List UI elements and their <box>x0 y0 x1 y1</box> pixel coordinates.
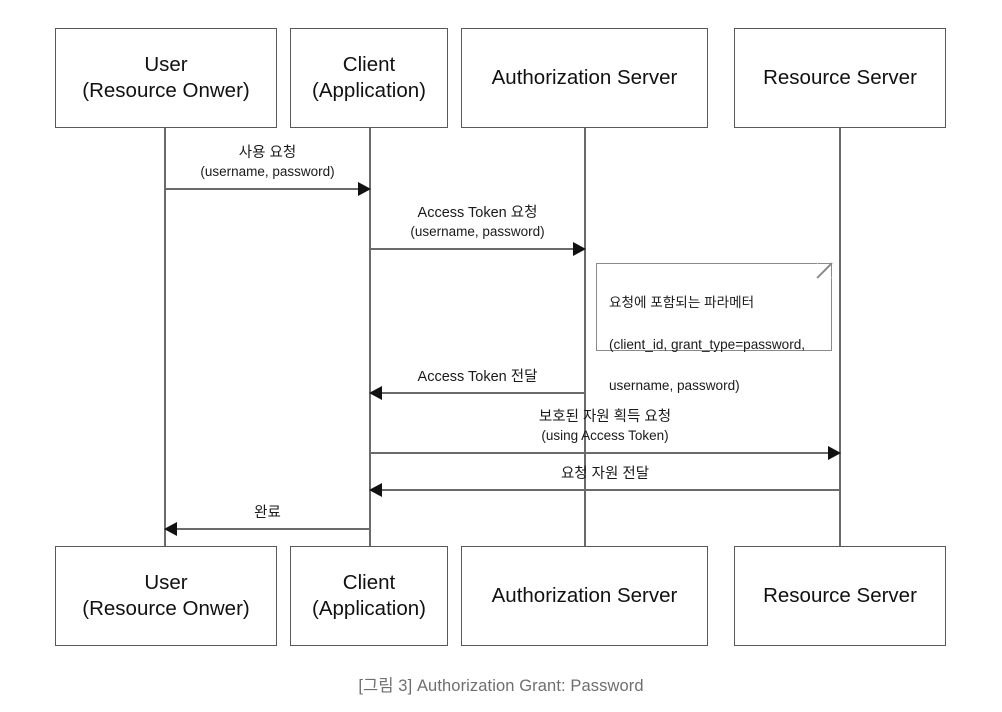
message-2-line <box>370 248 585 250</box>
figure-caption: [그림 3] Authorization Grant: Password <box>358 677 644 695</box>
participant-box-resource-server-top[interactable]: Resource Server <box>734 28 946 128</box>
participant-box-client-top[interactable]: Client (Application) <box>290 28 448 128</box>
participant-box-resource-server-bottom[interactable]: Resource Server <box>734 546 946 646</box>
message-2-label-line2: (username, password) <box>410 224 545 240</box>
message-6-label-line1: 완료 <box>254 505 281 521</box>
participant-authorization-server-label: Authorization Server <box>491 65 678 89</box>
lifeline-authorization-server <box>584 128 586 546</box>
participant-resource-server-bottom-label: Resource Server <box>763 583 917 607</box>
message-5-arrowhead-icon <box>369 482 382 497</box>
message-1-arrowhead-icon <box>358 181 371 196</box>
message-1-label: 사용 요청 (username, password) <box>165 144 370 181</box>
participant-box-authorization-server-top[interactable]: Authorization Server <box>461 28 708 128</box>
message-4-line <box>370 452 840 454</box>
message-2-arrowhead-icon <box>573 241 586 256</box>
participant-user-label-line1: User <box>144 52 188 76</box>
participant-client-label-line1: Client <box>342 52 396 76</box>
message-4-arrowhead-icon <box>828 445 841 460</box>
message-6-line <box>165 528 370 530</box>
message-6-arrowhead-icon <box>164 521 177 536</box>
participant-client-label-line2: (Application) <box>312 79 426 102</box>
message-3-label-line1: Access Token 전달 <box>417 369 538 385</box>
message-3-arrowhead-icon <box>369 385 382 400</box>
participant-box-client-bottom[interactable]: Client (Application) <box>290 546 448 646</box>
message-1-label-line1: 사용 요청 <box>238 145 297 161</box>
note-line-2: (client_id, grant_type=password, <box>609 337 806 353</box>
participant-box-authorization-server-bottom[interactable]: Authorization Server <box>461 546 708 646</box>
message-4-label-line2: (using Access Token) <box>541 428 669 444</box>
message-4-label-line1: 보호된 자원 획득 요청 <box>538 409 672 425</box>
participant-box-user-bottom[interactable]: User (Resource Onwer) <box>55 546 277 646</box>
note-title: 요청에 포함되는 파라메터 <box>609 295 755 311</box>
message-1-line <box>165 188 370 190</box>
note-line-3: username, password) <box>609 377 740 393</box>
participant-authorization-server-bottom-label: Authorization Server <box>491 583 678 607</box>
message-2-label-line1: Access Token 요청 <box>417 205 538 221</box>
message-3-line <box>370 392 585 394</box>
message-6-label: 완료 <box>165 504 370 523</box>
participant-user-label-line2: (Resource Onwer) <box>82 79 250 102</box>
message-5-line <box>370 489 840 491</box>
message-2-label: Access Token 요청 (username, password) <box>370 204 585 241</box>
lifeline-client <box>369 128 371 546</box>
message-5-label-line1: 요청 자원 전달 <box>560 466 650 482</box>
participant-user-bottom-label-line1: User <box>144 570 188 594</box>
note-request-parameters: 요청에 포함되는 파라메터 (client_id, grant_type=pas… <box>596 263 832 393</box>
participant-client-bottom-label-line1: Client <box>342 570 396 594</box>
participant-client-bottom-label-line2: (Application) <box>312 597 426 620</box>
participant-resource-server-label: Resource Server <box>763 65 917 89</box>
participant-user-bottom-label-line2: (Resource Onwer) <box>82 597 250 620</box>
message-3-label: Access Token 전달 <box>370 368 585 387</box>
lifeline-resource-server <box>839 128 841 546</box>
message-1-label-line2: (username, password) <box>200 164 335 180</box>
message-5-label: 요청 자원 전달 <box>370 465 840 484</box>
lifeline-user <box>164 128 166 546</box>
participant-box-user-top[interactable]: User (Resource Onwer) <box>55 28 277 128</box>
message-4-label: 보호된 자원 획득 요청 (using Access Token) <box>370 408 840 445</box>
